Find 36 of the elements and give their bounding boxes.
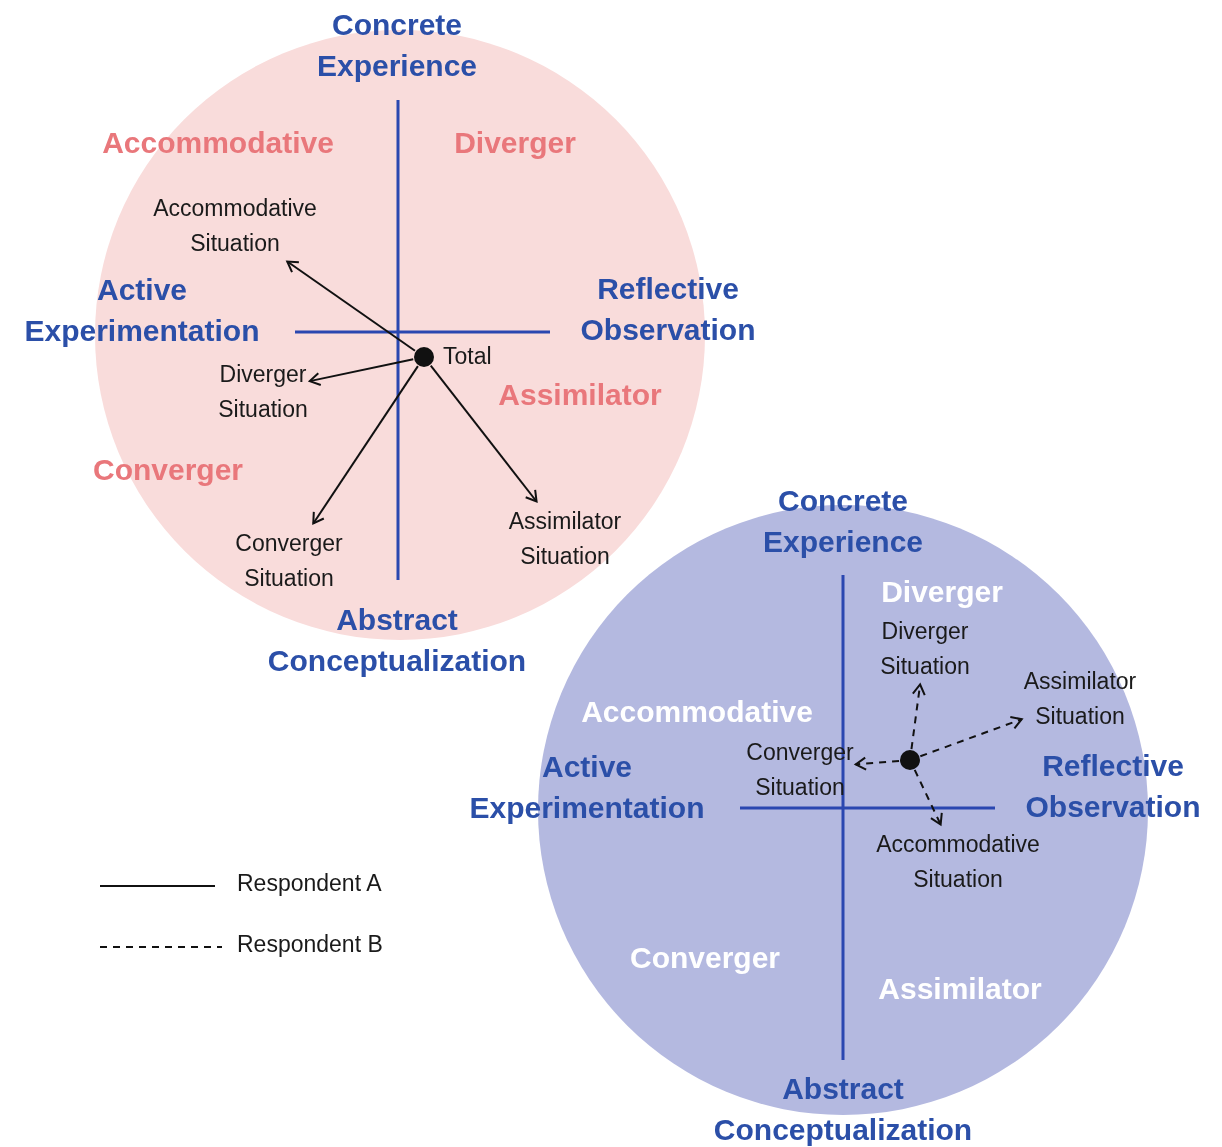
axis-label: Concrete Experience <box>761 482 925 560</box>
axis-label: Reflective Observation <box>579 270 757 347</box>
quadrant-label: Assimilator <box>877 970 1043 1007</box>
origin-dot <box>414 347 434 367</box>
situation-label: Assimilator Situation <box>508 503 622 573</box>
situation-label: Diverger Situation <box>880 613 970 683</box>
axis-label: Reflective Observation <box>1024 747 1202 824</box>
arrow <box>919 716 1023 758</box>
arrow <box>312 365 419 525</box>
arrow <box>286 260 416 352</box>
arrow <box>429 364 538 503</box>
situation-label: Diverger Situation <box>218 356 308 426</box>
point-label: Total <box>443 342 492 371</box>
origin-dot <box>900 750 920 770</box>
arrow <box>913 768 943 826</box>
situation-label: Accommodative Situation <box>876 826 1040 896</box>
arrow <box>854 756 901 771</box>
quadrant-label: Converger <box>628 939 781 976</box>
situation-label: Converger Situation <box>235 525 343 595</box>
quadrant-label: Assimilator <box>497 376 663 413</box>
axis-label: Abstract Conceptualization <box>712 1070 974 1147</box>
legend-label: Respondent B <box>237 930 383 959</box>
axis-label: Abstract Conceptualization <box>266 601 528 679</box>
axis-label: Active Experimentation <box>23 271 261 349</box>
arrow <box>308 358 415 386</box>
situation-label: Accommodative Situation <box>153 190 317 260</box>
quadrant-label: Converger <box>91 451 244 488</box>
quadrant-label: Diverger <box>880 573 1004 610</box>
axis-label: Active Experimentation <box>468 748 706 826</box>
quadrant-label: Accommodative <box>580 693 814 730</box>
quadrant-label: Accommodative <box>101 124 335 161</box>
arrow <box>910 683 926 751</box>
axis-label: Concrete Experience <box>315 6 479 84</box>
legend-label: Respondent A <box>237 869 382 898</box>
situation-label: Assimilator Situation <box>1023 663 1137 733</box>
quadrant-label: Diverger <box>453 124 577 161</box>
